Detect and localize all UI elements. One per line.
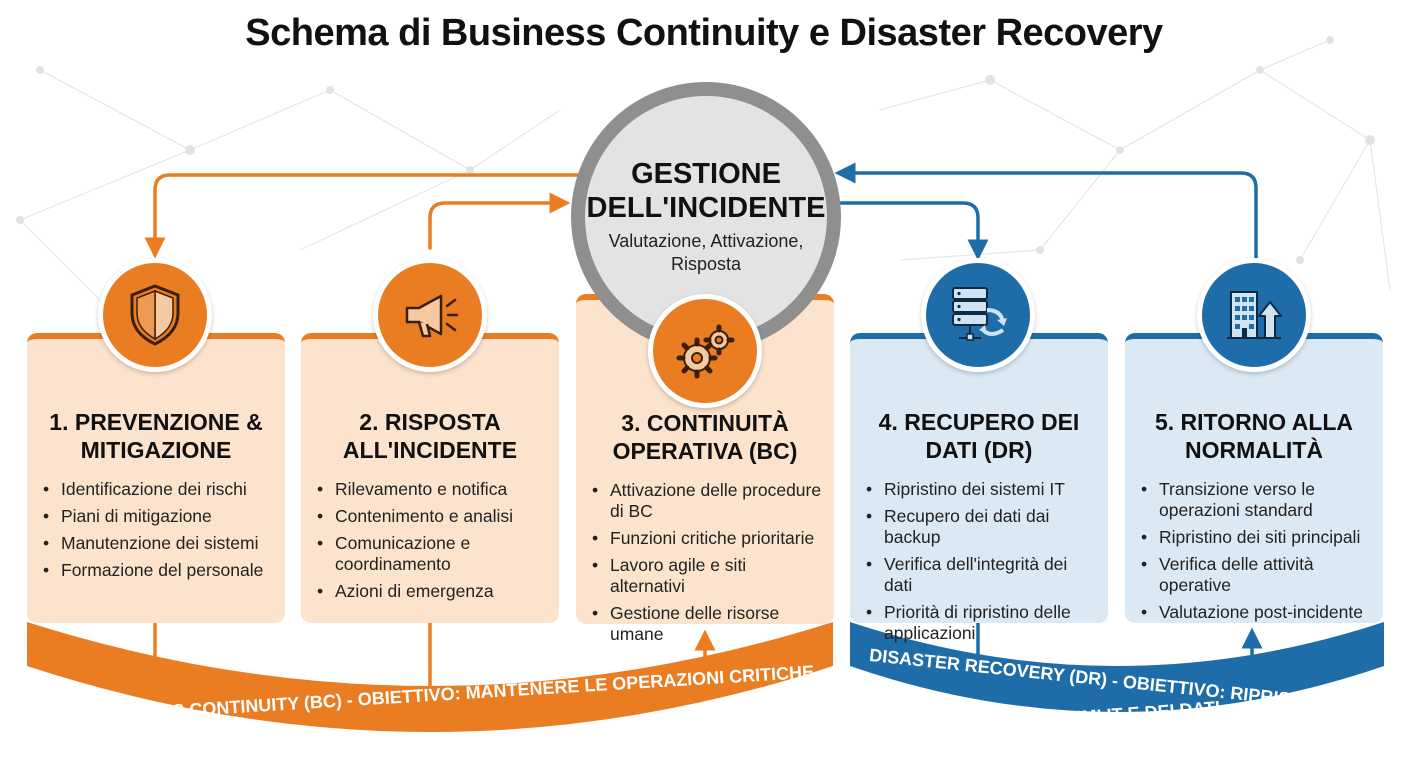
list-item: Formazione del personale	[43, 560, 275, 581]
list-item: Verifica delle attività operative	[1141, 554, 1373, 596]
arrow-card5-to-center	[834, 162, 1258, 272]
list-item: Piani di mitigazione	[43, 506, 275, 527]
card-title: 2. RISPOSTA ALL'INCIDENTE	[342, 409, 518, 463]
list-item: Contenimento e analisi	[317, 506, 549, 527]
list-item: Lavoro agile e siti alternativi	[592, 555, 824, 597]
card-title: 5. RITORNO ALLA NORMALITÀ	[1154, 409, 1354, 463]
card-title: 1. PREVENZIONE & MITIGAZIONE	[49, 409, 263, 463]
card-list: Rilevamento e notifica Contenimento e an…	[317, 479, 549, 608]
shield-icon	[98, 258, 212, 372]
card-list: Identificazione dei rischi Piani di miti…	[43, 479, 275, 587]
list-item: Valutazione post-incidente	[1141, 602, 1373, 623]
card-data-recovery: 4. RECUPERO DEI DATI (DR) Ripristino dei…	[850, 333, 1108, 643]
card-list: Attivazione delle procedure di BC Funzio…	[592, 480, 824, 651]
server-restore-icon	[921, 258, 1035, 372]
gears-icon	[648, 294, 762, 408]
center-title: GESTIONE DELL'INCIDENTE	[586, 158, 826, 224]
list-item: Rilevamento e notifica	[317, 479, 549, 500]
card-prevention: 1. PREVENZIONE & MITIGAZIONE Identificaz…	[27, 333, 285, 623]
list-item: Funzioni critiche prioritarie	[592, 528, 824, 549]
list-item: Ripristino dei siti principali	[1141, 527, 1373, 548]
list-item: Comunicazione e coordinamento	[317, 533, 549, 575]
card-title: 3. CONTINUITÀ OPERATIVA (BC)	[612, 410, 798, 464]
list-item: Verifica dell'integrità dei dati	[866, 554, 1098, 596]
card-list: Ripristino dei sistemi IT Recupero dei d…	[866, 479, 1098, 650]
center-subtitle: Valutazione, Attivazione, Risposta	[608, 231, 804, 275]
list-item: Gestione delle risorse umane	[592, 603, 824, 645]
list-item: Priorità di ripristino delle applicazion…	[866, 602, 1098, 644]
card-incident-response: 2. RISPOSTA ALL'INCIDENTE Rilevamento e …	[301, 333, 559, 623]
list-item: Recupero dei dati dai backup	[866, 506, 1098, 548]
list-item: Ripristino dei sistemi IT	[866, 479, 1098, 500]
list-item: Transizione verso le operazioni standard	[1141, 479, 1373, 521]
card-return-to-normal: 5. RITORNO ALLA NORMALITÀ Transizione ve…	[1125, 333, 1383, 623]
card-title: 4. RECUPERO DEI DATI (DR)	[878, 409, 1080, 463]
list-item: Identificazione dei rischi	[43, 479, 275, 500]
list-item: Manutenzione dei sistemi	[43, 533, 275, 554]
card-operational-continuity: 3. CONTINUITÀ OPERATIVA (BC) Attivazione…	[576, 294, 834, 644]
card-list: Transizione verso le operazioni standard…	[1141, 479, 1373, 629]
list-item: Azioni di emergenza	[317, 581, 549, 602]
page-title: Schema di Business Continuity e Disaster…	[245, 12, 1163, 54]
building-up-arrow-icon	[1197, 258, 1311, 372]
arrow-center-to-card4	[838, 201, 989, 261]
arrow-card2-center	[428, 192, 571, 250]
arrow-center-to-card1	[144, 173, 612, 259]
bc-band	[27, 622, 833, 732]
list-item: Attivazione delle procedure di BC	[592, 480, 824, 522]
dr-band	[850, 622, 1384, 712]
megaphone-icon	[373, 258, 487, 372]
